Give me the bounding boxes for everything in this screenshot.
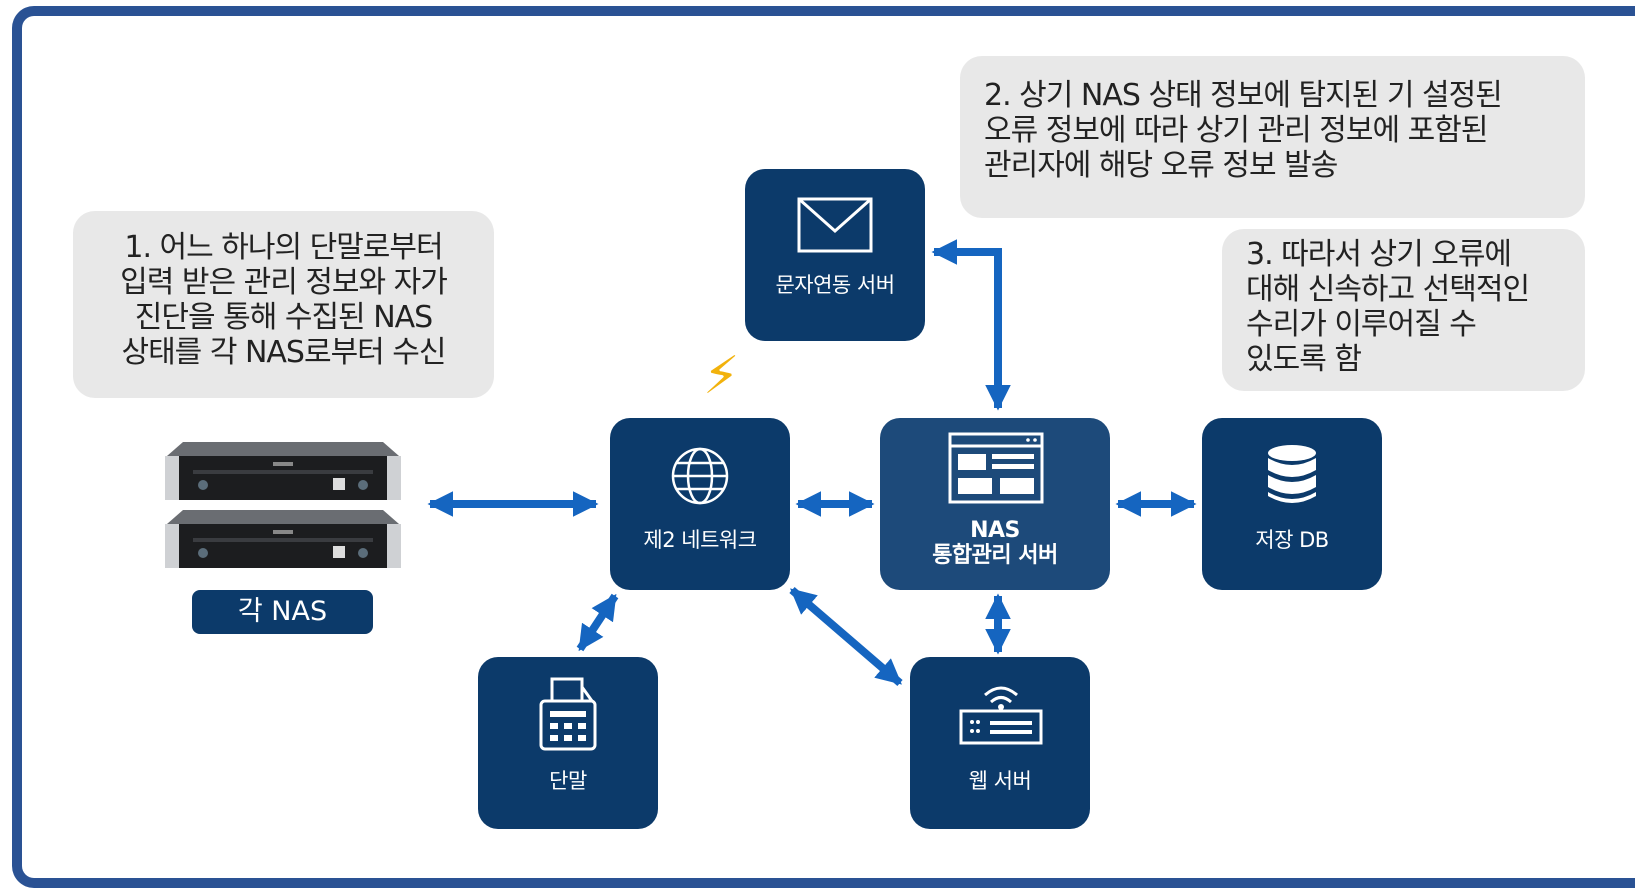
arrow-network-web <box>789 586 903 687</box>
fax-icon <box>539 677 597 751</box>
dashboard-window-icon <box>948 432 1044 504</box>
storage-db-node[interactable]: 저장 DB <box>1202 418 1382 590</box>
nas-management-server-label: NAS 통합관리 서버 <box>932 518 1058 568</box>
message-server-node[interactable]: 문자연동 서버 <box>745 169 925 341</box>
nas-management-server-node[interactable]: NAS 통합관리 서버 <box>880 418 1110 590</box>
nas-label: 각 NAS <box>192 590 373 634</box>
step3-note: 3. 따라서 상기 오류에 대해 신속하고 선택적인 수리가 이루어질 수 있도… <box>1222 229 1585 391</box>
network-label: 제2 네트워크 <box>643 528 757 552</box>
message-server-label: 문자연동 서버 <box>775 273 895 297</box>
arrow-msg-nasserver <box>931 239 1011 411</box>
web-server-node[interactable]: 웹 서버 <box>910 657 1090 829</box>
database-icon <box>1268 445 1316 503</box>
storage-db-label: 저장 DB <box>1255 528 1329 552</box>
router-icon <box>959 686 1043 745</box>
step1-note: 1. 어느 하나의 단말로부터 입력 받은 관리 정보와 자가 진단을 통해 수… <box>73 211 494 398</box>
lightning-icon: ⚡ <box>703 346 740 406</box>
nas-rack-icon <box>165 442 401 568</box>
terminal-label: 단말 <box>549 769 587 793</box>
network-node[interactable]: 제2 네트워크 <box>610 418 790 590</box>
terminal-node[interactable]: 단말 <box>478 657 658 829</box>
web-server-label: 웹 서버 <box>968 769 1032 793</box>
globe-icon <box>671 447 729 505</box>
step2-note: 2. 상기 NAS 상태 정보에 탐지된 기 설정된 오류 정보에 따라 상기 … <box>960 56 1585 218</box>
envelope-icon <box>797 197 873 253</box>
arrow-network-terminal <box>576 593 619 652</box>
